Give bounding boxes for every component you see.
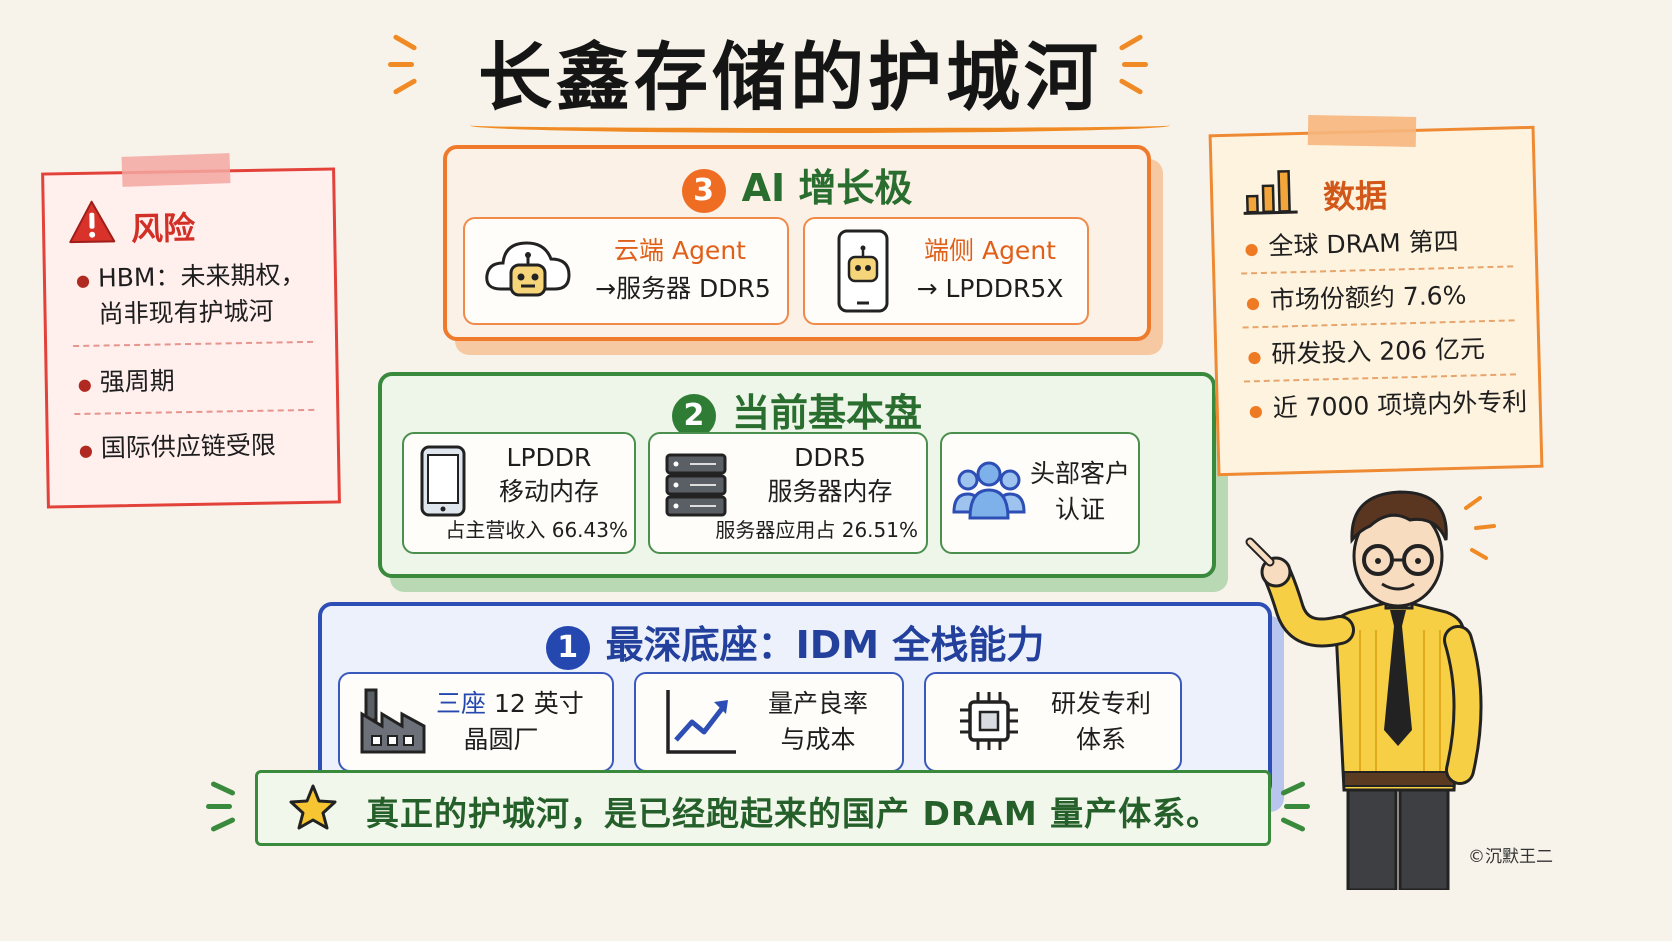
layer-number-badge: 3 [681, 168, 726, 213]
conclusion-text: 真正的护城河，是已经跑起来的国产 DRAM 量产体系。 [366, 794, 1221, 833]
fabs-line1: 三座 12 英寸 [436, 686, 606, 722]
layer-ai-growth: 3 AI 增长极 云端 Agent →服务器 DDR5 端侧 Agent → LP… [443, 145, 1151, 341]
device-agent-target: → LPDDR5X [916, 274, 1064, 303]
card-lpddr: LPDDR 移动内存 占主营收入 66.43% [402, 432, 636, 554]
card-cloud-agent: 云端 Agent →服务器 DDR5 [463, 217, 789, 325]
banner-accent-mark [210, 816, 236, 833]
divider [73, 340, 314, 348]
layer-idm-title: 最深底座：IDM 全栈能力 [605, 623, 1045, 667]
card-device-agent: 端侧 Agent → LPDDR5X [803, 217, 1089, 325]
divider [74, 408, 315, 416]
risk-item: 强周期 [77, 363, 176, 401]
ddr5-name: DDR5 [794, 443, 866, 472]
ddr5-desc: 服务器内存 [767, 477, 893, 506]
device-agent-label: 端侧 Agent [924, 236, 1056, 265]
layer-current-heading: 2 当前基本盘 [382, 382, 1212, 438]
banner-accent-mark [206, 804, 232, 809]
presenter-character-illustration [1245, 490, 1496, 890]
risk-item: HBM：未来期权， [76, 257, 306, 297]
title-underline [470, 118, 1170, 133]
chip-icon [960, 692, 1018, 750]
fabs-prefix: 三座 [436, 689, 487, 718]
layer-ai-heading: 3 AI 增长极 [447, 157, 1147, 213]
rd-line2: 体系 [1075, 725, 1126, 754]
data-item: 研发投入 206 亿元 [1247, 332, 1485, 372]
layer-number-badge: 2 [671, 393, 716, 438]
lpddr-desc: 移动内存 [498, 477, 599, 506]
ddr5-server-share: 服务器应用占 26.51% [715, 518, 918, 542]
data-item: 全球 DRAM 第四 [1244, 225, 1459, 265]
divider [1241, 265, 1514, 275]
data-item: 近 7000 项境内外专利 [1248, 385, 1527, 426]
data-title: 数据 [1322, 176, 1388, 217]
layer-idm-foundation: 1 最深底座：IDM 全栈能力 三座 12 英寸 晶圆厂 量产良率 与成本 研发专… [318, 602, 1272, 798]
risk-item: 国际供应链受限 [79, 428, 277, 467]
divider [1244, 373, 1516, 383]
server-icon [665, 453, 727, 517]
lpddr-revenue-share: 占主营收入 66.43% [445, 518, 628, 542]
yield-line1: 量产良率 [767, 689, 868, 718]
data-note: 数据 全球 DRAM 第四 市场份额约 7.6% 研发投入 206 亿元 近 7… [1208, 125, 1544, 477]
banner-accent-mark [210, 780, 236, 797]
title-accent-mark [1122, 62, 1148, 67]
lpddr-name: LPDDR [506, 443, 592, 472]
layer-number-badge: 1 [545, 625, 590, 670]
phone-icon [420, 445, 466, 517]
customer-cert-line1: 头部客户 [1029, 459, 1130, 488]
author-credit: ©沉默王二 [1468, 847, 1553, 867]
conclusion-banner: 真正的护城河，是已经跑起来的国产 DRAM 量产体系。 [255, 770, 1271, 846]
card-customer-cert: 头部客户 认证 [940, 432, 1140, 554]
cloud-robot-icon [485, 241, 571, 297]
warning-icon [69, 200, 116, 244]
layer-current-base: 2 当前基本盘 LPDDR 移动内存 占主营收入 66.43% DDR5 服务器内… [378, 372, 1216, 578]
card-ddr5: DDR5 服务器内存 服务器应用占 26.51% [648, 432, 928, 554]
phone-robot-icon [837, 229, 889, 313]
factory-icon [360, 688, 426, 754]
banner-accent-mark [1284, 804, 1310, 809]
risk-item-continued: 尚非现有护城河 [98, 296, 274, 329]
fabs-size: 12 英寸 [486, 689, 584, 718]
layer-idm-heading: 1 最深底座：IDM 全栈能力 [322, 614, 1268, 670]
page-title: 长鑫存储的护城河 [478, 35, 1102, 121]
cloud-agent-label: 云端 Agent [614, 236, 746, 265]
growth-chart-icon [666, 690, 736, 754]
card-rd-patents: 研发专利 体系 [924, 672, 1182, 772]
card-yield-cost: 量产良率 与成本 [634, 672, 904, 772]
risk-title: 风险 [130, 208, 196, 249]
divider [1242, 319, 1515, 329]
layer-current-title: 当前基本盘 [731, 391, 922, 435]
yield-line2: 与成本 [780, 725, 856, 754]
layer-ai-title: AI 增长极 [741, 166, 913, 210]
star-icon [289, 784, 337, 830]
title-accent-mark [388, 62, 414, 67]
rd-line1: 研发专利 [1050, 689, 1151, 718]
cloud-agent-target: →服务器 DDR5 [595, 274, 771, 303]
tape-decoration [121, 153, 231, 187]
data-item: 市场份额约 7.6% [1246, 279, 1467, 319]
tape-decoration [1307, 115, 1417, 147]
fabs-line2: 晶圆厂 [463, 725, 539, 754]
card-fabs: 三座 12 英寸 晶圆厂 [338, 672, 614, 772]
bar-chart-icon [1243, 169, 1298, 215]
risk-note: 风险 HBM：未来期权， 尚非现有护城河 强周期 国际供应链受限 [41, 167, 341, 509]
customer-cert-line2: 认证 [1054, 495, 1105, 524]
users-icon [952, 461, 1026, 520]
